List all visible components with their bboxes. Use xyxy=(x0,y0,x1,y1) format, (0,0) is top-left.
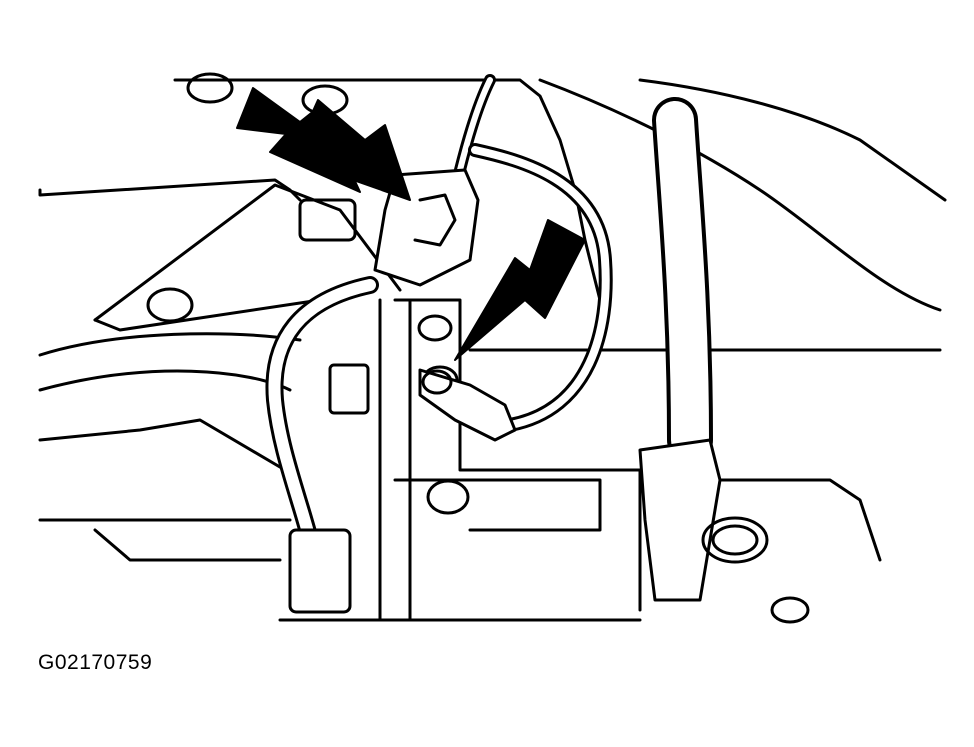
wire-boot xyxy=(288,528,352,614)
left-base-lower xyxy=(93,528,282,562)
connector-body xyxy=(373,168,480,287)
hose-inner xyxy=(656,101,709,459)
bolt-left-bracket xyxy=(146,287,194,323)
bolt-center-plate-bottom xyxy=(426,479,470,515)
left-frame-curve xyxy=(38,332,302,357)
center-plate xyxy=(393,298,642,612)
arrow-connector-2 xyxy=(299,99,411,201)
right-lower-frame xyxy=(718,478,882,562)
left-frame-lower-rail xyxy=(38,418,287,472)
ground-terminal-ring xyxy=(421,369,453,395)
connector-latch xyxy=(413,193,457,247)
harness-wire-upper-inner xyxy=(457,77,493,173)
ground-wire-inner xyxy=(471,146,610,429)
right-housing-curve xyxy=(538,78,942,312)
hose-clamp xyxy=(701,516,769,564)
engine-structure xyxy=(38,78,947,622)
figure-id-label: G02170759 xyxy=(38,651,153,674)
pipe-fitting xyxy=(298,198,357,242)
pointer-arrows xyxy=(236,87,586,361)
bolt-lower-right xyxy=(770,596,810,624)
left-frame-bottom xyxy=(38,369,292,392)
left-bracket-diagonal xyxy=(93,183,402,322)
bolt-center-plate-top xyxy=(417,314,453,342)
bolt-side-hex xyxy=(328,363,370,415)
bolt-upper-left xyxy=(186,72,234,104)
hose-clamp-bracket xyxy=(638,438,722,602)
harness-wire-left-inner xyxy=(268,279,376,546)
center-plate-lower xyxy=(393,478,602,532)
hose-clamp-inner xyxy=(711,524,759,556)
arrow-ground xyxy=(454,219,586,361)
wiring-harness xyxy=(265,74,613,614)
far-right-housing xyxy=(638,78,947,202)
connector xyxy=(373,168,480,287)
ground-terminal xyxy=(418,368,517,442)
coolant-hose xyxy=(638,97,810,624)
